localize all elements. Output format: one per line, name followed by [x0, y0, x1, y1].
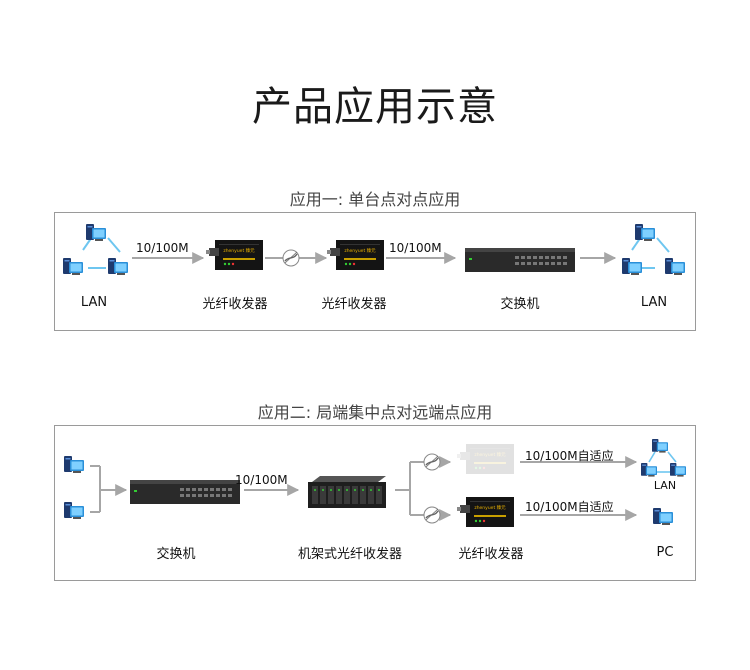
app1-panel: [54, 212, 696, 331]
page-title: 产品应用示意: [252, 84, 498, 130]
app2-lan-label: LAN: [653, 479, 677, 492]
app2-merge-lines: [90, 465, 128, 513]
app2-switch-label: 交换机: [156, 547, 196, 562]
app2-speed-label-top: 10/100M自适应: [525, 449, 614, 463]
app1-converter-1: [206, 240, 263, 270]
app2-speed-label-bottom: 10/100M自适应: [525, 500, 614, 514]
app2-pc-label: PC: [656, 545, 674, 560]
app1-switch-label: 交换机: [500, 297, 540, 312]
app2-lan-icon: [641, 439, 686, 477]
app2-pc-icon: [653, 508, 673, 525]
app1-converter-1-label: 光纤收发器: [202, 297, 268, 312]
app2-pc-top-icon: [64, 456, 84, 473]
app2-rack-converter: [308, 476, 386, 508]
app1-speed-label-1: 10/100M: [136, 241, 189, 255]
app1-title: 应用一: 单台点对点应用: [289, 190, 461, 209]
app2-title: 应用二: 局端集中点对远端点应用: [257, 403, 493, 422]
app1-speed-label-2: 10/100M: [389, 241, 442, 255]
app1-switch: [465, 248, 575, 272]
app2-speed-label-main: 10/100M: [235, 473, 288, 487]
app2-pc-bottom-icon: [64, 502, 84, 519]
app2-converter-faded: [457, 444, 514, 474]
app1-lan-right-label: LAN: [640, 295, 668, 310]
app1-converter-2-label: 光纤收发器: [321, 297, 387, 312]
app1-converter-2: [327, 240, 384, 270]
app2-converter-label: 光纤收发器: [458, 547, 524, 562]
app2-switch: [130, 480, 240, 504]
app2-converter: [457, 497, 514, 527]
app2-split-lines: [395, 453, 452, 524]
app1-lan-left-label: LAN: [80, 295, 108, 310]
app2-rack-converter-label: 机架式光纤收发器: [297, 547, 402, 562]
app1-lan-left-icon: [63, 224, 128, 275]
app1-fiber-link: [265, 249, 328, 267]
app1-lan-right-icon: [622, 224, 685, 275]
